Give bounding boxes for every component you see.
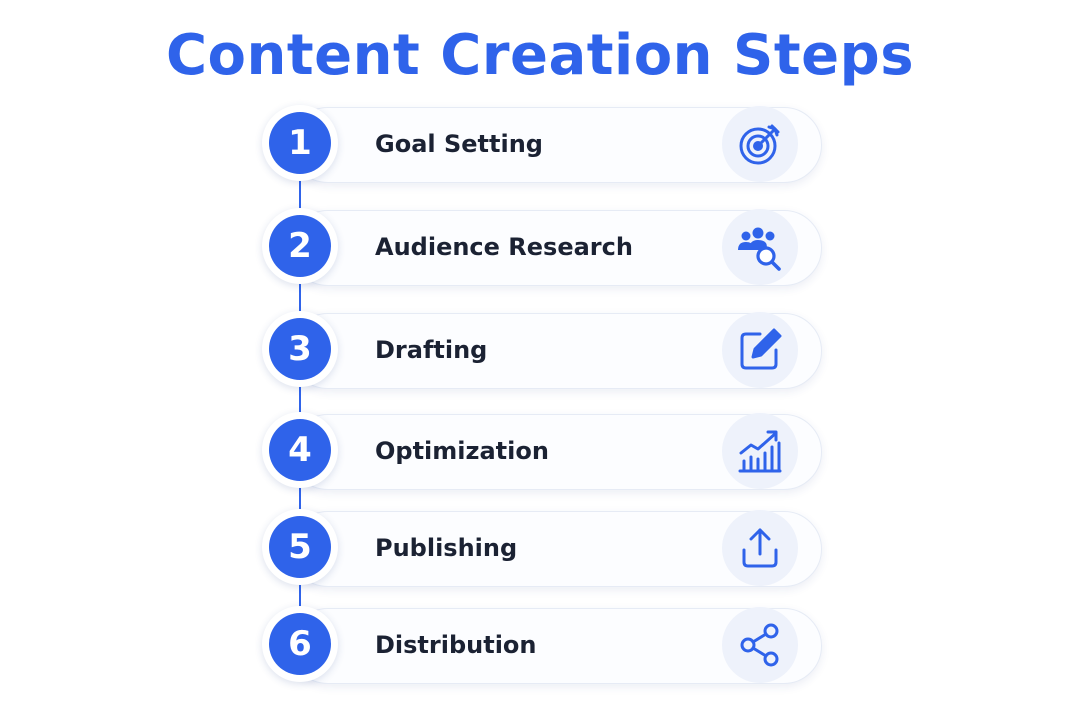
step-label: Optimization xyxy=(375,437,549,465)
step-label: Publishing xyxy=(375,534,518,562)
step-number: 3 xyxy=(269,318,331,380)
step-connector-line xyxy=(299,176,301,628)
step-number-badge: 5 xyxy=(262,509,338,585)
upload-icon xyxy=(722,510,798,586)
step-number-badge: 3 xyxy=(262,311,338,387)
step-6: 6 Distribution xyxy=(262,606,822,686)
step-number-badge: 1 xyxy=(262,105,338,181)
edit-icon xyxy=(722,312,798,388)
step-1: 1 Goal Setting xyxy=(262,105,822,185)
step-label: Distribution xyxy=(375,631,537,659)
step-3: 3 Drafting xyxy=(262,311,822,391)
step-number: 5 xyxy=(269,516,331,578)
step-number: 1 xyxy=(269,112,331,174)
step-label: Drafting xyxy=(375,336,488,364)
step-number: 2 xyxy=(269,215,331,277)
step-number-badge: 2 xyxy=(262,208,338,284)
step-label: Goal Setting xyxy=(375,130,543,158)
share-icon xyxy=(722,607,798,683)
target-icon xyxy=(722,106,798,182)
audience-search-icon xyxy=(722,209,798,285)
step-number-badge: 4 xyxy=(262,412,338,488)
growth-chart-icon xyxy=(722,413,798,489)
page-title: Content Creation Steps xyxy=(165,23,915,88)
step-label: Audience Research xyxy=(375,233,633,261)
step-number: 4 xyxy=(269,419,331,481)
step-5: 5 Publishing xyxy=(262,509,822,589)
step-4: 4 Optimization xyxy=(262,412,822,492)
step-number: 6 xyxy=(269,613,331,675)
step-number-badge: 6 xyxy=(262,606,338,682)
step-2: 2 Audience Research xyxy=(262,208,822,288)
